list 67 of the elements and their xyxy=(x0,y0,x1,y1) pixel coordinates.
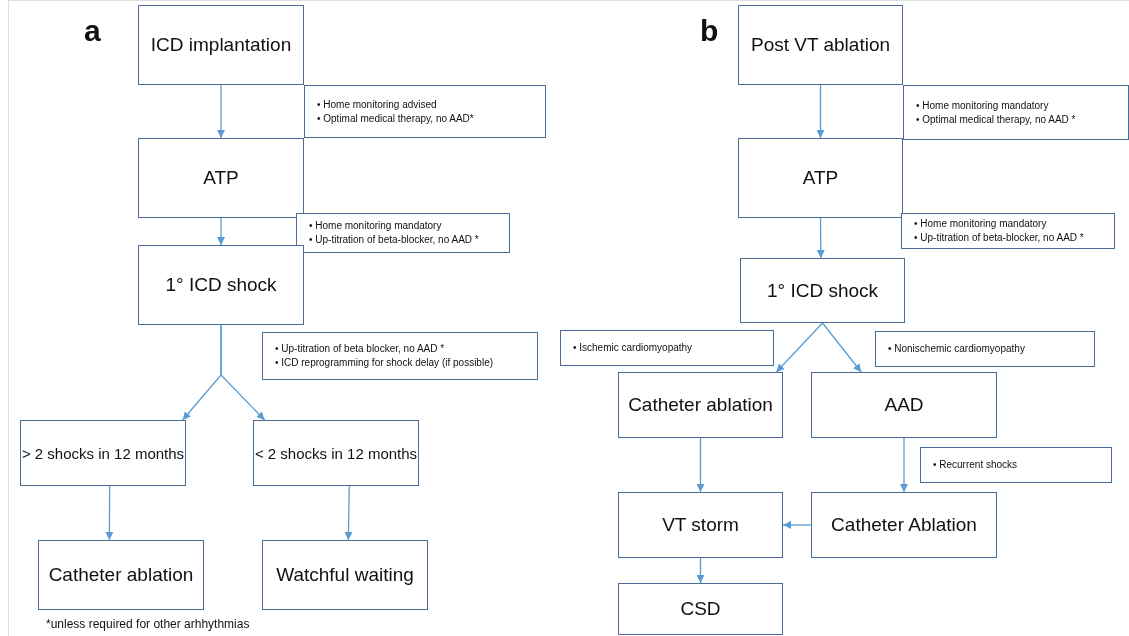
node-label: CSD xyxy=(680,598,721,620)
node-label: VT storm xyxy=(662,514,739,536)
process-box xyxy=(738,5,903,85)
process-box xyxy=(618,492,783,558)
bullet-text: • Home monitoring mandatory xyxy=(916,98,1050,113)
node-label: ATP xyxy=(802,167,839,189)
bullet-text: • Optimal medical therapy, no AAD * xyxy=(916,112,1076,127)
node-label: Watchful waiting xyxy=(276,564,414,586)
arrow xyxy=(696,557,705,584)
arrow xyxy=(782,521,812,529)
process-box xyxy=(738,138,903,218)
bullet-text: • Home monitoring mandatory xyxy=(309,219,443,233)
process-box xyxy=(20,420,186,486)
node-label: ATP xyxy=(203,167,239,189)
process-box xyxy=(138,5,304,85)
panel-letter: a xyxy=(84,14,101,48)
bullet-text: • Recurrent shocks xyxy=(933,458,1018,472)
process-box xyxy=(618,583,783,635)
bullet-text: • Optimal medical therapy, no AAD* xyxy=(317,111,474,126)
process-box xyxy=(811,372,997,438)
process-box xyxy=(253,420,419,486)
process-box xyxy=(138,138,304,218)
arrow xyxy=(821,322,862,373)
bullet-text: • Ischemic cardiomyopathy xyxy=(573,341,693,355)
bullet-text: • Up-titration of beta-blocker, no AAD * xyxy=(309,233,479,247)
arrow xyxy=(775,322,824,373)
arrow xyxy=(696,437,705,493)
node-label: Catheter ablation xyxy=(48,564,194,586)
bullet-text: • Home monitoring advised xyxy=(317,97,438,112)
bullet-text: • ICD reprogramming for shock delay (if possible) xyxy=(275,356,494,370)
process-box xyxy=(262,540,428,610)
arrow xyxy=(816,84,825,139)
note-box xyxy=(875,331,1095,367)
process-box xyxy=(38,540,204,610)
node-label: > 2 shocks in 12 months xyxy=(21,444,185,462)
arrow xyxy=(220,324,266,421)
bullet-text: • Nonischemic cardiomyopathy xyxy=(888,342,1025,356)
note-box xyxy=(304,85,546,138)
arrow xyxy=(816,217,825,259)
arrow xyxy=(105,485,114,541)
node-label: AAD xyxy=(884,394,924,416)
process-box xyxy=(618,372,783,438)
bullet-text: • Home monitoring mandatory xyxy=(914,217,1048,231)
node-label: ICD implantation xyxy=(150,34,292,56)
bullet-text: • Up-titration of beta-blocker, no AAD * xyxy=(914,231,1084,245)
note-box xyxy=(262,332,538,380)
arrow xyxy=(900,437,908,493)
note-box xyxy=(560,330,774,366)
process-box xyxy=(811,492,997,558)
node-label: 1° ICD shock xyxy=(766,279,879,302)
process-box xyxy=(740,258,905,323)
note-box xyxy=(296,213,510,253)
node-label: Post VT ablation xyxy=(750,34,891,56)
process-box xyxy=(138,245,304,325)
arrow xyxy=(217,217,225,246)
footnote: *unless required for other arhhythmias xyxy=(46,617,250,631)
bullet-text: • Up-titration of beta blocker, no AAD * xyxy=(275,342,446,356)
node-label: 1° ICD shock xyxy=(165,274,277,296)
arrow xyxy=(217,84,225,139)
node-label: < 2 shocks in 12 months xyxy=(254,444,418,462)
node-label: Catheter ablation xyxy=(628,394,773,416)
note-box xyxy=(901,213,1115,249)
node-label: Catheter Ablation xyxy=(831,514,977,536)
panel-letter: b xyxy=(700,14,719,48)
note-box xyxy=(903,85,1129,140)
arrow xyxy=(344,485,353,541)
note-box xyxy=(920,447,1112,483)
